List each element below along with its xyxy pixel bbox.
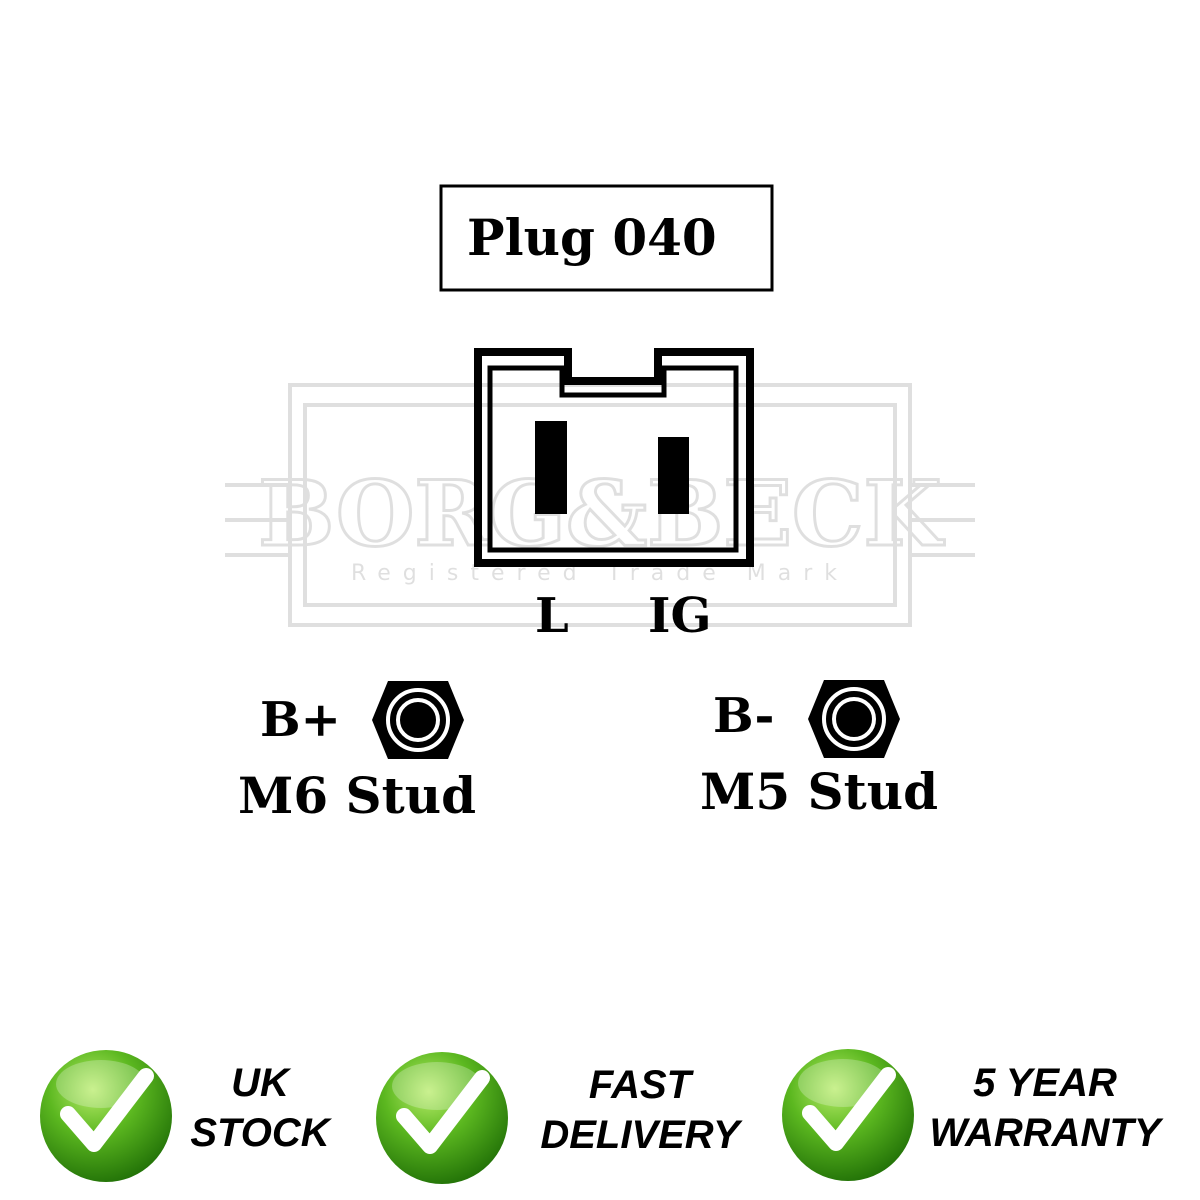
badge-uk-stock: UK STOCK — [160, 1058, 360, 1158]
badge-line: WARRANTY — [929, 1111, 1161, 1155]
terminal-label-b-minus: B- — [713, 688, 775, 744]
pin-ig — [658, 437, 689, 514]
check-badge-icon — [40, 1050, 172, 1182]
stud-b-plus-icon — [372, 681, 464, 759]
pin-l — [535, 421, 567, 514]
plug-label-box — [439, 184, 774, 292]
pin-label-ig: IG — [648, 588, 712, 644]
terminal-label-b-plus: B+ — [260, 692, 341, 748]
connector-icon — [474, 348, 754, 567]
badge-line: 5 YEAR — [973, 1061, 1117, 1105]
check-badge-icon — [782, 1049, 914, 1181]
plug-label: Plug 040 — [467, 208, 717, 267]
pin-label-l: L — [535, 588, 569, 644]
watermark-logo: BORG&BECK Registered Trade Mark — [225, 383, 975, 627]
badge-line: UK — [231, 1061, 289, 1105]
check-badge-icon — [376, 1052, 508, 1184]
badge-line: STOCK — [190, 1111, 330, 1155]
badge-5-year-warranty: 5 YEAR WARRANTY — [915, 1058, 1175, 1158]
badge-line: FAST — [588, 1063, 692, 1107]
badge-line: DELIVERY — [540, 1113, 740, 1157]
stud-b-minus-icon — [808, 680, 900, 758]
badge-fast-delivery: FAST DELIVERY — [520, 1060, 760, 1160]
stud-size-m6: M6 Stud — [238, 766, 477, 825]
stud-size-m5: M5 Stud — [700, 762, 939, 821]
